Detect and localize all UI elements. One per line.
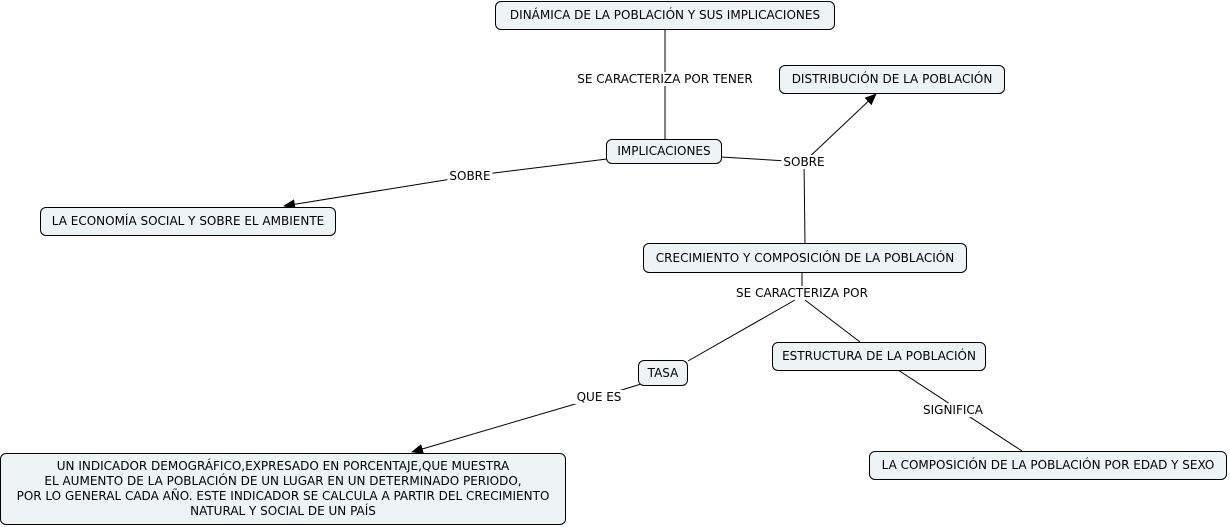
arrow-to-economia <box>283 175 471 210</box>
label-sobre-right: SOBRE <box>781 155 827 169</box>
node-estructura[interactable]: ESTRUCTURA DE LA POBLACIÓN <box>772 342 986 371</box>
node-crecimiento[interactable]: CRECIMIENTO Y COMPOSICIÓN DE LA POBLACIÓ… <box>643 243 967 273</box>
link-caracteriza-estructura <box>804 299 861 343</box>
link-caracteriza-tasa <box>687 299 796 362</box>
link-implicaciones-sobre-left <box>469 158 608 177</box>
arrow-to-indicador <box>411 396 600 454</box>
node-indicador[interactable]: UN INDICADOR DEMOGRÁFICO,EXPRESADO EN PO… <box>0 453 566 525</box>
label-que-es: QUE ES <box>574 390 624 404</box>
node-economia[interactable]: LA ECONOMÍA SOCIAL Y SOBRE EL AMBIENTE <box>40 207 336 236</box>
node-implicaciones[interactable]: IMPLICACIONES <box>606 139 722 164</box>
node-tasa[interactable]: TASA <box>638 360 688 386</box>
node-composicion[interactable]: LA COMPOSICIÓN DE LA POBLACIÓN POR EDAD … <box>869 451 1227 480</box>
node-distribucion[interactable]: DISTRIBUCIÓN DE LA POBLACIÓN <box>779 65 1005 94</box>
arrow-to-distribucion <box>803 93 877 163</box>
label-significa: SIGNIFICA <box>921 403 985 417</box>
node-dinamica[interactable]: DINÁMICA DE LA POBLACIÓN Y SUS IMPLICACI… <box>495 1 835 30</box>
label-se-caracteriza-por-tener: SE CARACTERIZA POR TENER <box>575 72 755 86</box>
link-sobre-crecimiento <box>803 161 806 245</box>
label-se-caracteriza-por: SE CARACTERIZA POR <box>734 286 870 300</box>
label-sobre-left: SOBRE <box>447 169 493 183</box>
